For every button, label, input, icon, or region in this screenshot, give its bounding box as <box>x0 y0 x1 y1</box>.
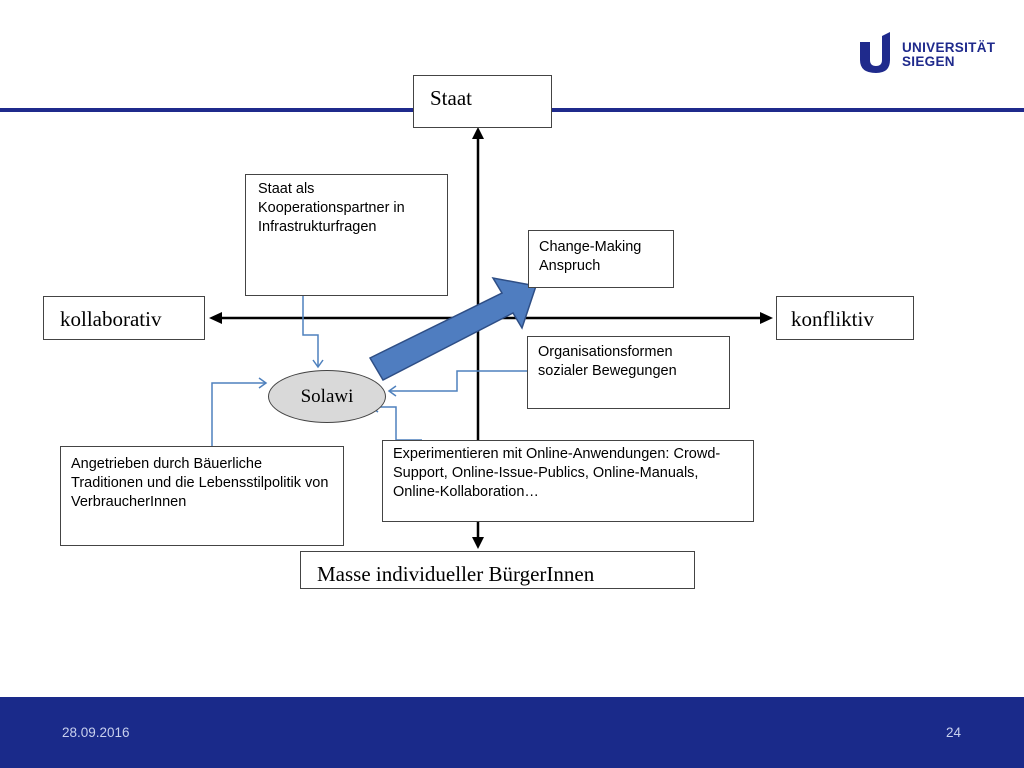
footer-bar: 28.09.2016 24 <box>0 697 1024 768</box>
connector-orga <box>389 370 527 392</box>
footer-date: 28.09.2016 <box>62 725 130 740</box>
axis-arrow-left <box>209 312 222 324</box>
connector-kooperation-head <box>312 359 324 369</box>
box-angetrieben: Angetrieben durch Bäuerliche Traditionen… <box>60 446 344 546</box>
connector-kooperation <box>302 296 319 366</box>
connector-experiment <box>371 406 422 441</box>
big-diagonal-arrow <box>368 276 537 381</box>
university-logo-text: UNIVERSITÄT SIEGEN <box>902 40 996 69</box>
box-organisationsformen: Organisationsformen sozialer Bewegungen <box>527 336 730 409</box>
box-change-making: Change-Making Anspruch <box>528 230 674 288</box>
footer-page-number: 24 <box>946 725 962 740</box>
university-logo: UNIVERSITÄT SIEGEN <box>858 30 1008 74</box>
diagram-lines <box>209 127 773 549</box>
axis-arrow-right <box>760 312 773 324</box>
connector-angetrieben <box>211 382 266 446</box>
box-experimentieren: Experimentieren mit Online-Anwendungen: … <box>382 440 754 522</box>
connector-angetrieben-head <box>258 377 268 389</box>
axis-label-kollaborativ: kollaborativ <box>43 296 205 340</box>
axis-arrow-down <box>472 537 484 549</box>
axis-arrow-up <box>472 127 484 139</box>
connector-orga-head <box>387 385 397 397</box>
university-logo-icon <box>860 32 890 73</box>
box-kooperationspartner: Staat als Kooperationspartner in Infrast… <box>245 174 448 296</box>
center-node-solawi: Solawi <box>268 370 386 423</box>
axis-label-konfliktiv: konfliktiv <box>776 296 914 340</box>
axis-label-masse: Masse individueller BürgerInnen <box>300 551 695 589</box>
axis-label-staat: Staat <box>413 75 552 128</box>
